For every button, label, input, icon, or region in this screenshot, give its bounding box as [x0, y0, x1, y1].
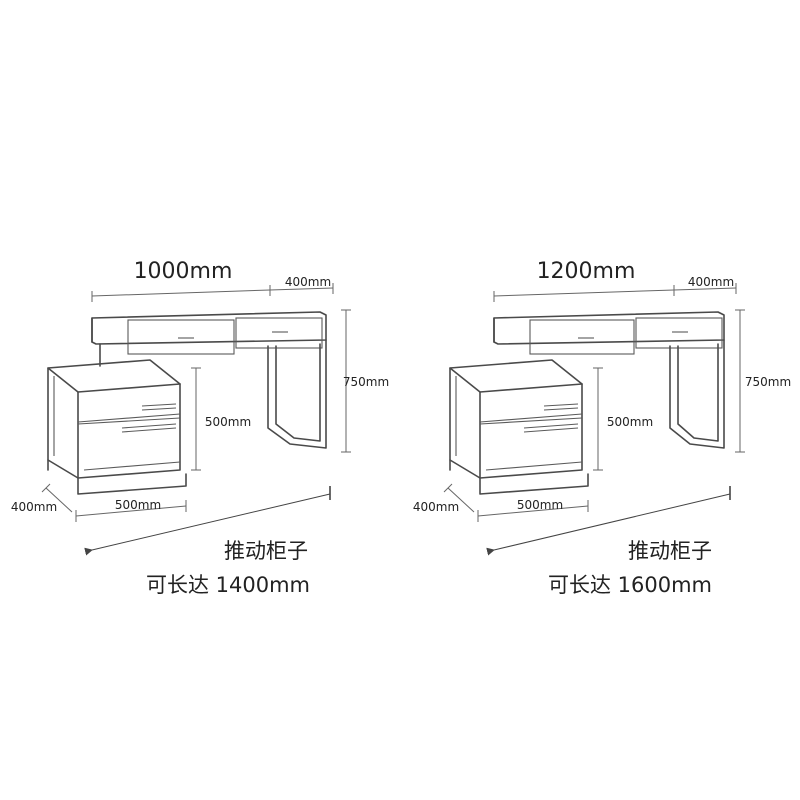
left-cabinet-depth-dimension-line	[41, 483, 73, 513]
right-height-label: 750mm	[745, 375, 791, 389]
right-cabinet-width-label: 500mm	[517, 498, 563, 512]
right-cabinet-depth-dimension-line	[443, 483, 475, 513]
right-cabinet-height-dimension-line	[593, 367, 603, 471]
left-extension-arrow	[84, 486, 331, 556]
left-caption-line1: 推动柜子	[224, 539, 308, 563]
right-caption-line1: 推动柜子	[628, 539, 712, 563]
right-cabinet	[449, 359, 589, 495]
left-caption-line2: 可长达 1400mm	[146, 573, 310, 597]
right-desk-leg	[669, 339, 725, 449]
right-caption-line2: 可长达 1600mm	[548, 573, 712, 597]
left-height-label: 750mm	[343, 375, 389, 389]
left-cabinet-height-label: 500mm	[205, 415, 251, 429]
left-cabinet-width-label: 500mm	[115, 498, 161, 512]
left-depth-top-label: 400mm	[285, 275, 331, 289]
left-tabletop	[91, 311, 327, 355]
left-desk-leg	[267, 339, 327, 449]
right-cabinet-height-label: 500mm	[607, 415, 653, 429]
left-height-dimension-line	[341, 309, 351, 453]
left-cabinet-width-dimension-line	[75, 500, 187, 522]
right-cabinet-depth-label: 400mm	[413, 500, 459, 514]
right-width-label: 1200mm	[537, 259, 636, 284]
left-desk-illustration	[41, 283, 351, 556]
left-cabinet	[47, 359, 187, 495]
left-width-label: 1000mm	[134, 259, 233, 284]
left-width-dimension-line	[91, 285, 271, 302]
right-depth-dimension-line	[673, 283, 737, 294]
right-cabinet-width-dimension-line	[477, 500, 589, 522]
left-cabinet-depth-label: 400mm	[11, 500, 57, 514]
right-desk-illustration	[443, 283, 745, 556]
left-depth-dimension-line	[269, 283, 334, 294]
right-depth-top-label: 400mm	[688, 275, 734, 289]
right-height-dimension-line	[735, 309, 745, 453]
right-tabletop	[493, 311, 725, 355]
right-width-dimension-line	[493, 285, 675, 302]
left-cabinet-height-dimension-line	[191, 367, 201, 471]
right-extension-arrow	[486, 486, 731, 556]
